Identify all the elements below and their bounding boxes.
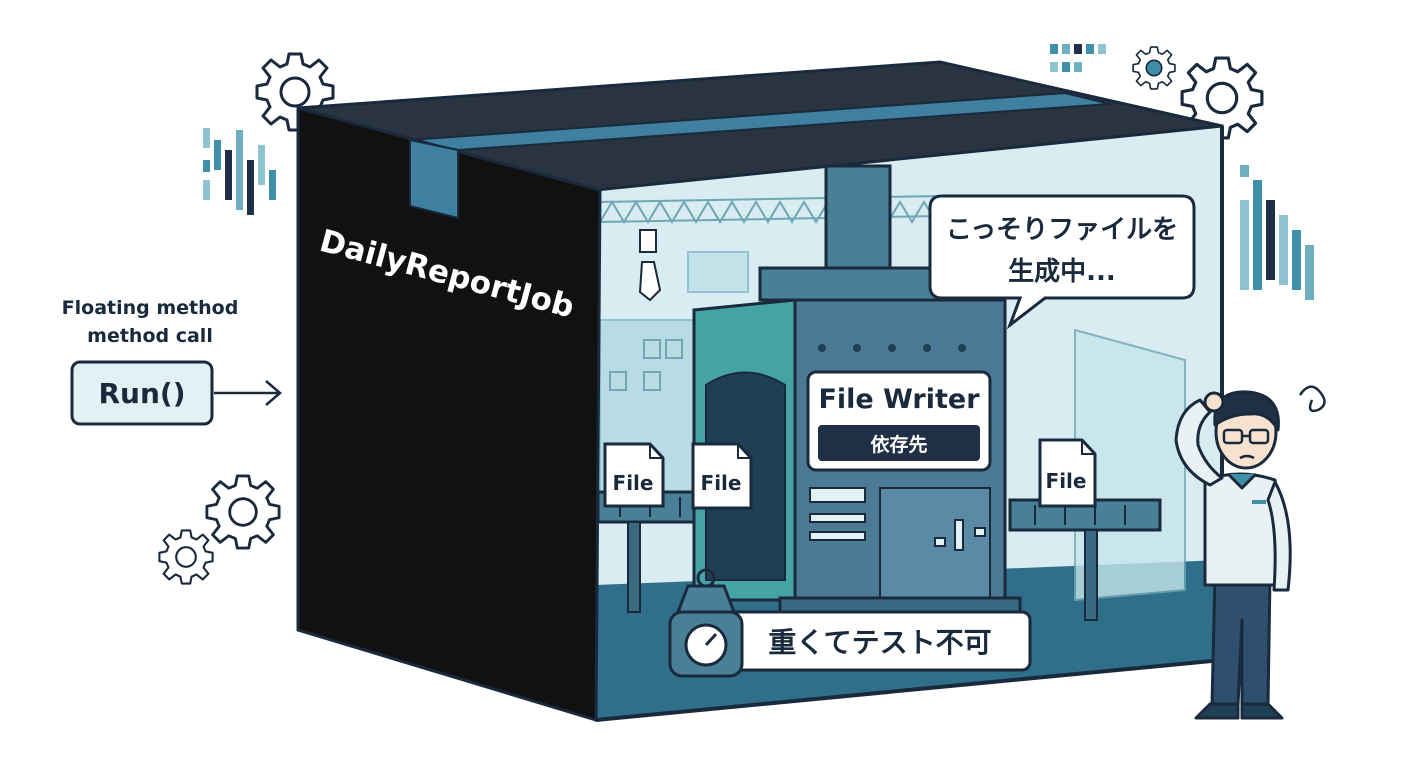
box-tape-flap bbox=[410, 140, 458, 218]
machine-subtitle: 依存先 bbox=[870, 433, 927, 456]
bubble-line2: 生成中... bbox=[1008, 257, 1116, 287]
file-label-left1: File bbox=[613, 471, 654, 495]
bubble-line1: こっそりファイルを bbox=[946, 215, 1178, 245]
file-label-left2: File bbox=[701, 471, 742, 495]
gear-icon bbox=[159, 530, 212, 583]
file-label-right1: File bbox=[1046, 469, 1087, 493]
caller-caption-line2: method call bbox=[87, 325, 213, 347]
data-bars-left bbox=[203, 128, 276, 215]
machine-title: File Writer bbox=[818, 384, 980, 415]
caller-caption-line1: Floating method bbox=[62, 297, 239, 319]
gear-icon bbox=[1133, 47, 1175, 89]
gear-icon bbox=[207, 476, 279, 548]
run-button-label: Run() bbox=[98, 377, 185, 410]
warning-badge-label: 重くてテスト不可 bbox=[768, 626, 991, 659]
machine-duct bbox=[826, 166, 890, 276]
arrow-right-icon bbox=[214, 381, 280, 405]
